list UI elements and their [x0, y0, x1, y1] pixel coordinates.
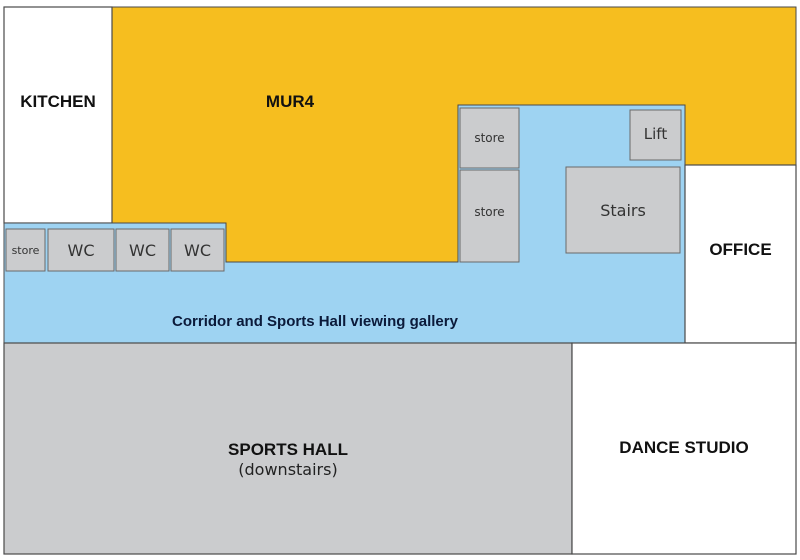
- lift-label: Lift: [643, 125, 668, 143]
- kitchen-label: KITCHEN: [20, 92, 96, 111]
- store-left-label: store: [11, 243, 40, 257]
- office-area: [684, 164, 797, 344]
- wc-3-area: [170, 228, 225, 272]
- stairs-area: [565, 166, 681, 254]
- store-upper-area: [459, 107, 520, 169]
- dance-studio-area: [571, 342, 797, 555]
- wc-3-label: WC: [184, 240, 211, 260]
- store-lower-area: [459, 169, 520, 263]
- office-label: OFFICE: [709, 240, 772, 259]
- wc-1-area: [47, 228, 115, 272]
- wc-2-area: [115, 228, 170, 272]
- store-upper-label: store: [474, 131, 505, 145]
- sports-hall-label: SPORTS HALL: [228, 439, 348, 459]
- sports-hall-note: (downstairs): [238, 459, 338, 479]
- wc-1-label: WC: [67, 240, 95, 260]
- store-lower-label: store: [474, 205, 505, 219]
- stairs-label: Stairs: [600, 200, 646, 220]
- sports-hall-title-block: SPORTS HALL (downstairs): [4, 430, 572, 488]
- dance-studio-label: DANCE STUDIO: [619, 438, 749, 457]
- lift-area: [629, 109, 682, 161]
- mur4-label: MUR4: [265, 92, 315, 111]
- corridor-label: Corridor and Sports Hall viewing gallery: [172, 312, 458, 330]
- kitchen-area: [3, 6, 113, 224]
- sports-hall-area: [3, 342, 573, 555]
- wc-2-label: WC: [129, 240, 156, 260]
- store-left-area: [5, 228, 46, 272]
